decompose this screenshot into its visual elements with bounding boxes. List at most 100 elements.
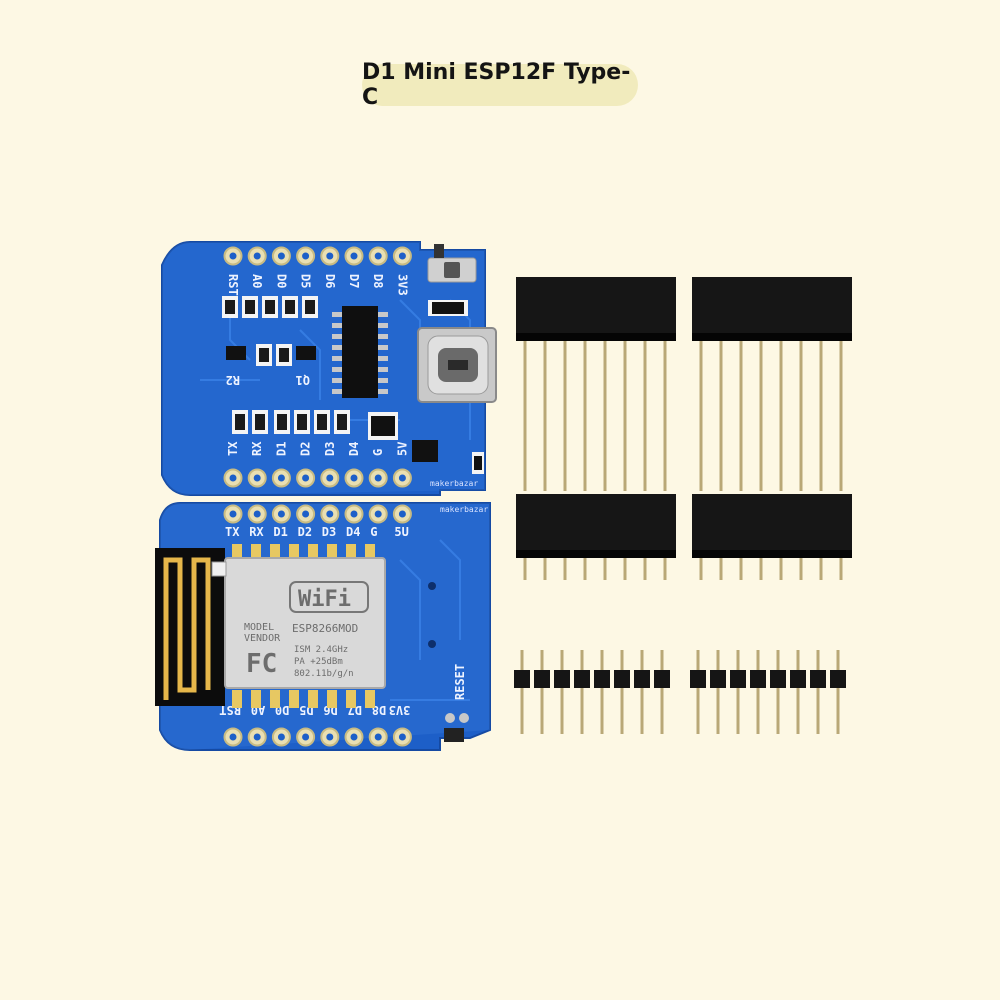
pin-label: RST xyxy=(226,274,240,296)
pin-hole-center xyxy=(253,474,261,482)
header-pin xyxy=(699,341,703,491)
header-body-edge xyxy=(516,333,676,341)
header-pin xyxy=(523,558,527,580)
header-pin xyxy=(739,558,743,580)
module-vendor: VENDOR xyxy=(244,633,281,644)
pin-label: D1 xyxy=(273,525,287,539)
pin-hole-center xyxy=(398,252,406,260)
usb-c-port[interactable] xyxy=(417,327,497,403)
castellated-pin xyxy=(327,544,337,562)
header-spacer xyxy=(710,670,726,688)
spec-line-2: PA +25dBm xyxy=(294,657,343,667)
header-pin xyxy=(520,650,524,734)
pin-label: 5U xyxy=(394,525,408,539)
male-header xyxy=(690,650,846,734)
spec-line-1: ISM 2.4GHz xyxy=(294,645,348,655)
pin-hole-center xyxy=(302,474,310,482)
header-spacer xyxy=(770,670,786,688)
header-pin xyxy=(796,650,800,734)
header-pin xyxy=(719,341,723,491)
chip-leg xyxy=(332,367,342,372)
pin-label: G xyxy=(370,525,377,539)
castellated-pin xyxy=(270,544,280,562)
header-pin xyxy=(583,341,587,491)
header-pin xyxy=(643,558,647,580)
header-pin xyxy=(563,341,567,491)
chip-leg xyxy=(332,345,342,350)
header-pin xyxy=(623,341,627,491)
esp-module-shield: WiFi MODEL VENDOR ESP8266MOD FC ISM 2.4G… xyxy=(211,557,386,689)
brand-top: makerbazar xyxy=(430,479,478,488)
header-pin xyxy=(600,650,604,734)
pin-holes-top-row xyxy=(223,246,412,266)
castellated-pin xyxy=(270,690,280,708)
header-pin xyxy=(719,558,723,580)
header-pin xyxy=(776,650,780,734)
header-spacer xyxy=(614,670,630,688)
pin-label: 5V xyxy=(395,442,409,456)
product-title: D1 Mini ESP12F Type-C xyxy=(362,60,631,110)
header-pin xyxy=(819,558,823,580)
pin-holes-bottom-row xyxy=(223,727,412,747)
castellated-pin xyxy=(346,690,356,708)
brand-bottom: makerbazar xyxy=(440,505,488,514)
reset-button[interactable] xyxy=(427,244,477,283)
header-pin xyxy=(756,650,760,734)
header-spacer xyxy=(634,670,650,688)
module-chip: ESP8266MOD xyxy=(292,622,358,635)
pin-label: RX xyxy=(250,441,264,456)
header-pin xyxy=(663,341,667,491)
header-pin xyxy=(759,341,763,491)
header-spacer xyxy=(730,670,746,688)
pin-hole-center xyxy=(253,733,261,741)
castellated-pin xyxy=(365,690,375,708)
header-pin xyxy=(839,558,843,580)
module-model: MODEL xyxy=(244,622,274,633)
header-spacer xyxy=(594,670,610,688)
header-body xyxy=(692,494,852,558)
chip-leg xyxy=(378,378,388,383)
header-pin xyxy=(819,341,823,491)
header-spacer xyxy=(690,670,706,688)
castellated-pin xyxy=(327,690,337,708)
header-pin xyxy=(779,558,783,580)
header-pin xyxy=(739,341,743,491)
pin-hole-center xyxy=(326,474,334,482)
pin-hole-center xyxy=(253,252,261,260)
chip-leg xyxy=(332,356,342,361)
module-castellated-pins xyxy=(232,690,375,708)
pin-hole-center xyxy=(350,474,358,482)
pin-hole-center xyxy=(326,733,334,741)
pin-hole-center xyxy=(277,474,285,482)
header-pin xyxy=(839,341,843,491)
chip-leg xyxy=(332,378,342,383)
pin-label: D1 xyxy=(274,442,288,456)
pin-headers xyxy=(514,277,852,734)
header-pin xyxy=(716,650,720,734)
chip-leg xyxy=(378,334,388,339)
female-header xyxy=(692,494,852,580)
header-spacer xyxy=(654,670,670,688)
castellated-pin xyxy=(365,544,375,562)
module-castellated-pins xyxy=(232,544,375,562)
pin-hole-center xyxy=(374,733,382,741)
header-pin xyxy=(623,558,627,580)
fcc-logo: FC xyxy=(246,649,277,679)
title-pill: D1 Mini ESP12F Type-C xyxy=(362,60,638,110)
chip-leg xyxy=(332,389,342,394)
pin-label: D5 xyxy=(299,274,313,288)
header-pin xyxy=(640,650,644,734)
reset-button-pads[interactable] xyxy=(444,713,469,742)
header-body xyxy=(516,277,676,341)
header-pin xyxy=(699,558,703,580)
header-spacer xyxy=(830,670,846,688)
pin-hole-center xyxy=(302,252,310,260)
pin-label: D3 xyxy=(323,442,337,456)
header-pin xyxy=(563,558,567,580)
pin-hole-center xyxy=(374,510,382,518)
header-pin xyxy=(603,558,607,580)
female-header xyxy=(516,277,676,491)
